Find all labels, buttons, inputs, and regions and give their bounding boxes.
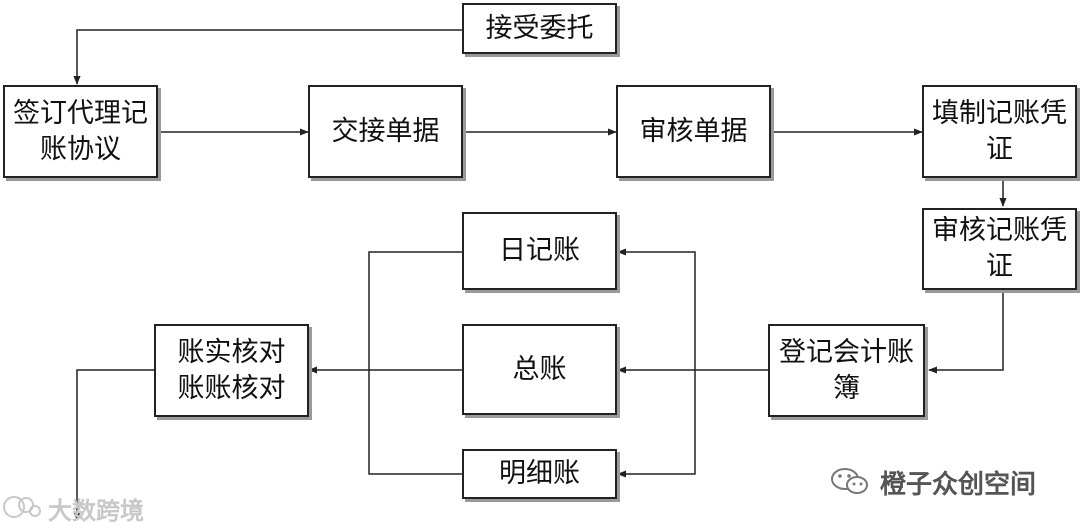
line-journal-left [368, 251, 462, 475]
watermark-left-text: 大数跨境 [48, 496, 144, 525]
bubble-logo-icon [3, 496, 41, 518]
node-fill-voucher-label: 填制记账凭证 [932, 97, 1067, 165]
node-reconciliation: 账实核对账账核对 [154, 324, 309, 417]
arrow-to-subsidiary [617, 370, 696, 478]
node-sign-agreement-label: 签订代理记账协议 [13, 97, 148, 165]
node-general-ledger: 总账 [462, 324, 617, 415]
node-handover-documents: 交接单据 [308, 85, 463, 178]
node-review-voucher: 审核记账凭证 [922, 208, 1077, 290]
watermark-right: 橙子众创空间 [830, 462, 1036, 502]
node-subsidiary-ledger: 明细账 [462, 449, 617, 499]
arrow-accept-to-sign [73, 29, 462, 85]
wechat-icon [831, 468, 868, 494]
node-reconciliation-label: 账实核对账账核对 [177, 336, 286, 404]
arrow-reviewvoucher-to-register [928, 290, 1004, 374]
node-register-books: 登记会计账簿 [768, 324, 925, 417]
node-accept-commission-label: 接受委托 [485, 12, 594, 44]
arrow-reconcile-out [73, 369, 154, 521]
watermark-right-text: 橙子众创空间 [880, 469, 1037, 500]
watermark-left: 大数跨境 [0, 490, 144, 526]
node-sign-agreement: 签订代理记账协议 [3, 85, 158, 178]
node-review-voucher-label: 审核记账凭证 [932, 215, 1067, 282]
node-review-documents: 审核单据 [616, 85, 771, 178]
arrow-to-journal [617, 248, 696, 370]
node-subsidiary-ledger-label: 明细账 [499, 458, 580, 489]
node-fill-voucher: 填制记账凭证 [922, 85, 1077, 178]
node-handover-documents-label: 交接单据 [331, 115, 440, 147]
node-general-ledger-label: 总账 [512, 353, 567, 385]
node-journal-label: 日记账 [499, 235, 580, 266]
node-journal: 日记账 [462, 212, 617, 290]
node-review-documents-label: 审核单据 [639, 115, 748, 147]
node-register-books-label: 登记会计账簿 [779, 336, 914, 404]
node-accept-commission: 接受委托 [462, 3, 617, 54]
